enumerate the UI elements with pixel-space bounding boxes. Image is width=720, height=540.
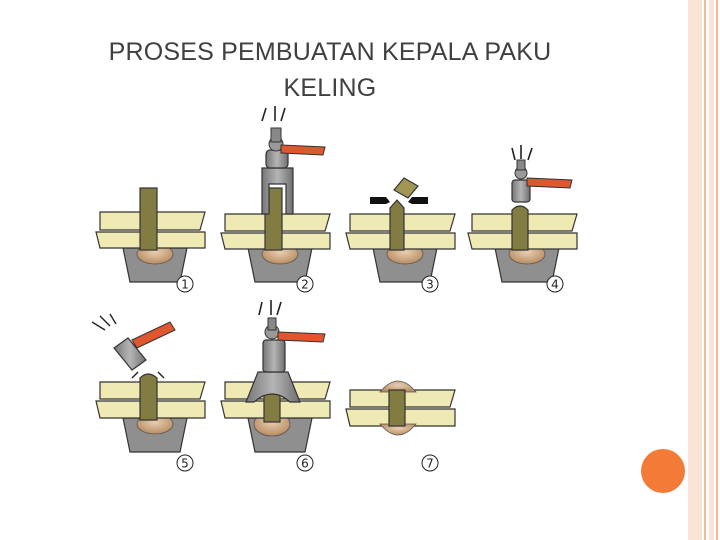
motion-lines-icon [511,145,533,161]
step-number-3: 3 [421,275,439,293]
step-number-5: 5 [176,454,194,472]
step-number-7: 7 [421,454,439,472]
step-number-2: 2 [296,275,314,293]
step-number-1: 1 [176,275,194,293]
border-stripe [688,0,702,540]
border-stripe [716,0,718,540]
step-number-4: 4 [546,275,564,293]
svg-text:1: 1 [181,278,189,292]
title-line-1: PROSES PEMBUATAN KEPALA PAKU [108,38,552,66]
rivet-icon [388,389,406,427]
accent-dot [641,449,685,493]
border-stripe [704,0,706,540]
step-7 [345,380,456,436]
step-numbers: 1 2 3 4 5 6 7 [176,275,564,472]
svg-text:3: 3 [426,278,434,292]
hammer-icon [131,321,176,349]
border-stripe [709,0,714,540]
hammer-icon [526,177,573,189]
svg-text:2: 2 [301,278,309,292]
svg-text:5: 5 [181,457,189,471]
page-title: PROSES PEMBUATAN KEPALA PAKU KELING [40,34,620,106]
motion-lines-icon [91,313,165,379]
hammer-icon [277,331,326,343]
motion-lines-icon [261,106,286,122]
svg-text:4: 4 [551,278,559,292]
step-1 [95,187,206,283]
title-line-2: KELING [283,74,377,102]
step-5 [91,313,206,453]
motion-lines-icon [258,300,282,316]
step-3 [345,177,456,283]
step-2 [220,106,331,283]
svg-text:7: 7 [426,457,434,471]
step-4 [467,145,578,283]
hammer-icon [280,144,326,156]
svg-text:6: 6 [301,457,309,471]
step-number-6: 6 [296,454,314,472]
step-6 [220,300,331,453]
